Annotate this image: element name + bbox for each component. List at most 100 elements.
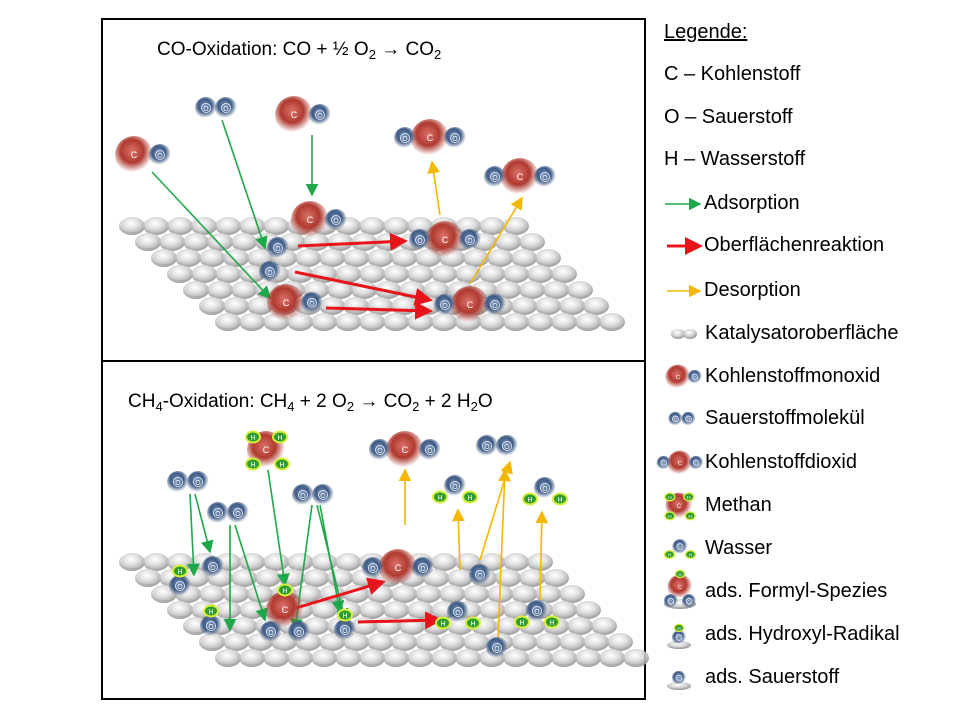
surface-atom bbox=[119, 553, 145, 571]
surface-atom bbox=[159, 233, 185, 251]
surface-reaction-arrow bbox=[297, 232, 408, 251]
atom-label: O bbox=[157, 153, 163, 160]
oxygen-atom: O bbox=[200, 615, 222, 637]
surface-atom bbox=[559, 297, 585, 315]
atom-label: O bbox=[662, 461, 666, 466]
oxygen-atom: O bbox=[167, 471, 189, 493]
oxygen-atom: O bbox=[215, 97, 237, 119]
hydrogen-atom: H bbox=[544, 615, 560, 629]
atom-label: H bbox=[208, 609, 213, 616]
atom-label: O bbox=[674, 417, 678, 422]
atom-label: O bbox=[492, 303, 498, 310]
oxygen-atom: O bbox=[149, 144, 171, 166]
surface-icon bbox=[667, 641, 691, 649]
adsorption-arrow bbox=[267, 469, 290, 587]
hydrogen-atom: H bbox=[664, 492, 676, 502]
surface-atom bbox=[367, 633, 393, 651]
atom-label: H bbox=[177, 569, 182, 576]
surface-atom bbox=[367, 297, 393, 315]
surface-atom bbox=[191, 265, 217, 283]
atom-label: O bbox=[267, 270, 273, 277]
ads-o-molecule: O bbox=[202, 556, 224, 578]
oxygen-atom: O bbox=[267, 237, 289, 259]
legend-item-label: Oberflächenreaktion bbox=[704, 234, 885, 256]
oxygen-atom: O bbox=[169, 575, 191, 597]
surface-reaction-arrow bbox=[357, 611, 443, 630]
hydroxyl-molecule: OH bbox=[334, 608, 356, 641]
oxygen-atom: O bbox=[312, 484, 334, 506]
atom-label: O bbox=[215, 511, 221, 518]
legend-item-label: Katalysatoroberfläche bbox=[705, 322, 899, 344]
surface-atom bbox=[431, 265, 457, 283]
surface-atom bbox=[239, 313, 265, 331]
surface-atom bbox=[383, 217, 409, 235]
legend-item-label: Kohlenstoffmonoxid bbox=[705, 365, 881, 387]
surface-atom bbox=[479, 265, 505, 283]
surface-atom bbox=[463, 633, 489, 651]
surface-atom bbox=[239, 553, 265, 571]
surface-atom bbox=[231, 617, 257, 635]
atom-label: O bbox=[452, 136, 458, 143]
surface-reaction-arrow bbox=[295, 577, 386, 610]
ch4-oxidation-title: CH4-Oxidation: CH4 + 2 O2 → CO2 + 2 H2O bbox=[128, 391, 493, 413]
surface-atom bbox=[215, 601, 241, 619]
title-subscript: 2 bbox=[412, 399, 420, 414]
atom-label: C bbox=[283, 298, 290, 308]
atom-label: O bbox=[504, 444, 510, 451]
surface-atom bbox=[495, 569, 521, 587]
surface-atom bbox=[551, 601, 577, 619]
surface-atom bbox=[559, 585, 585, 603]
oxygen-atom: O bbox=[476, 435, 498, 457]
atom-label: O bbox=[420, 566, 426, 573]
atom-label: H bbox=[557, 497, 562, 504]
atom-label: O bbox=[492, 175, 498, 182]
atom-label: O bbox=[417, 238, 423, 245]
atom-label: O bbox=[333, 218, 339, 225]
oxygen-atom: O bbox=[412, 557, 434, 579]
surface-atom bbox=[183, 281, 209, 299]
adsorption-arrow bbox=[319, 504, 345, 614]
hydrogen-atom: H bbox=[462, 490, 478, 504]
hydrogen-atom: H bbox=[203, 604, 219, 618]
oxygen-atom: O bbox=[301, 292, 323, 314]
surface-atom bbox=[519, 233, 545, 251]
atom-label: O bbox=[195, 480, 201, 487]
title-text: CO-Oxidation: CO + ½ O bbox=[157, 39, 369, 60]
surface-atom bbox=[535, 633, 561, 651]
surface-atom bbox=[239, 265, 265, 283]
oxygen-atom: O bbox=[484, 294, 506, 316]
atom-label: H bbox=[250, 462, 255, 469]
atom-label: H bbox=[688, 514, 692, 520]
title-text: O bbox=[477, 391, 493, 412]
surface-atom bbox=[527, 649, 553, 667]
atom-label: O bbox=[309, 301, 315, 308]
surface-atom bbox=[359, 601, 385, 619]
oxygen-atom: O bbox=[459, 229, 481, 251]
surface-atom bbox=[447, 569, 473, 587]
surface-atom bbox=[527, 313, 553, 331]
title-text: + 2 H bbox=[419, 391, 471, 412]
atom-label: H bbox=[677, 626, 680, 631]
desorption-arrow bbox=[427, 160, 441, 216]
atom-label: H bbox=[282, 588, 287, 595]
atom-label: H bbox=[440, 621, 445, 628]
atom-label: C bbox=[676, 375, 680, 381]
surface-atom bbox=[439, 633, 465, 651]
legend-item-label: ads. Hydroxyl-Radikal bbox=[705, 623, 900, 645]
atom-label: O bbox=[317, 113, 323, 120]
surface-atom bbox=[319, 297, 345, 315]
catalyst-surface-icon bbox=[671, 329, 697, 339]
surface-atom bbox=[479, 217, 505, 235]
legend-item-label: ads. Formyl-Spezies bbox=[705, 580, 888, 602]
surface-atom bbox=[335, 265, 361, 283]
oxygen-atom: O bbox=[288, 621, 310, 643]
atom-label: O bbox=[370, 566, 376, 573]
oxygen-atom: O bbox=[496, 435, 518, 457]
surface-atom bbox=[391, 297, 417, 315]
